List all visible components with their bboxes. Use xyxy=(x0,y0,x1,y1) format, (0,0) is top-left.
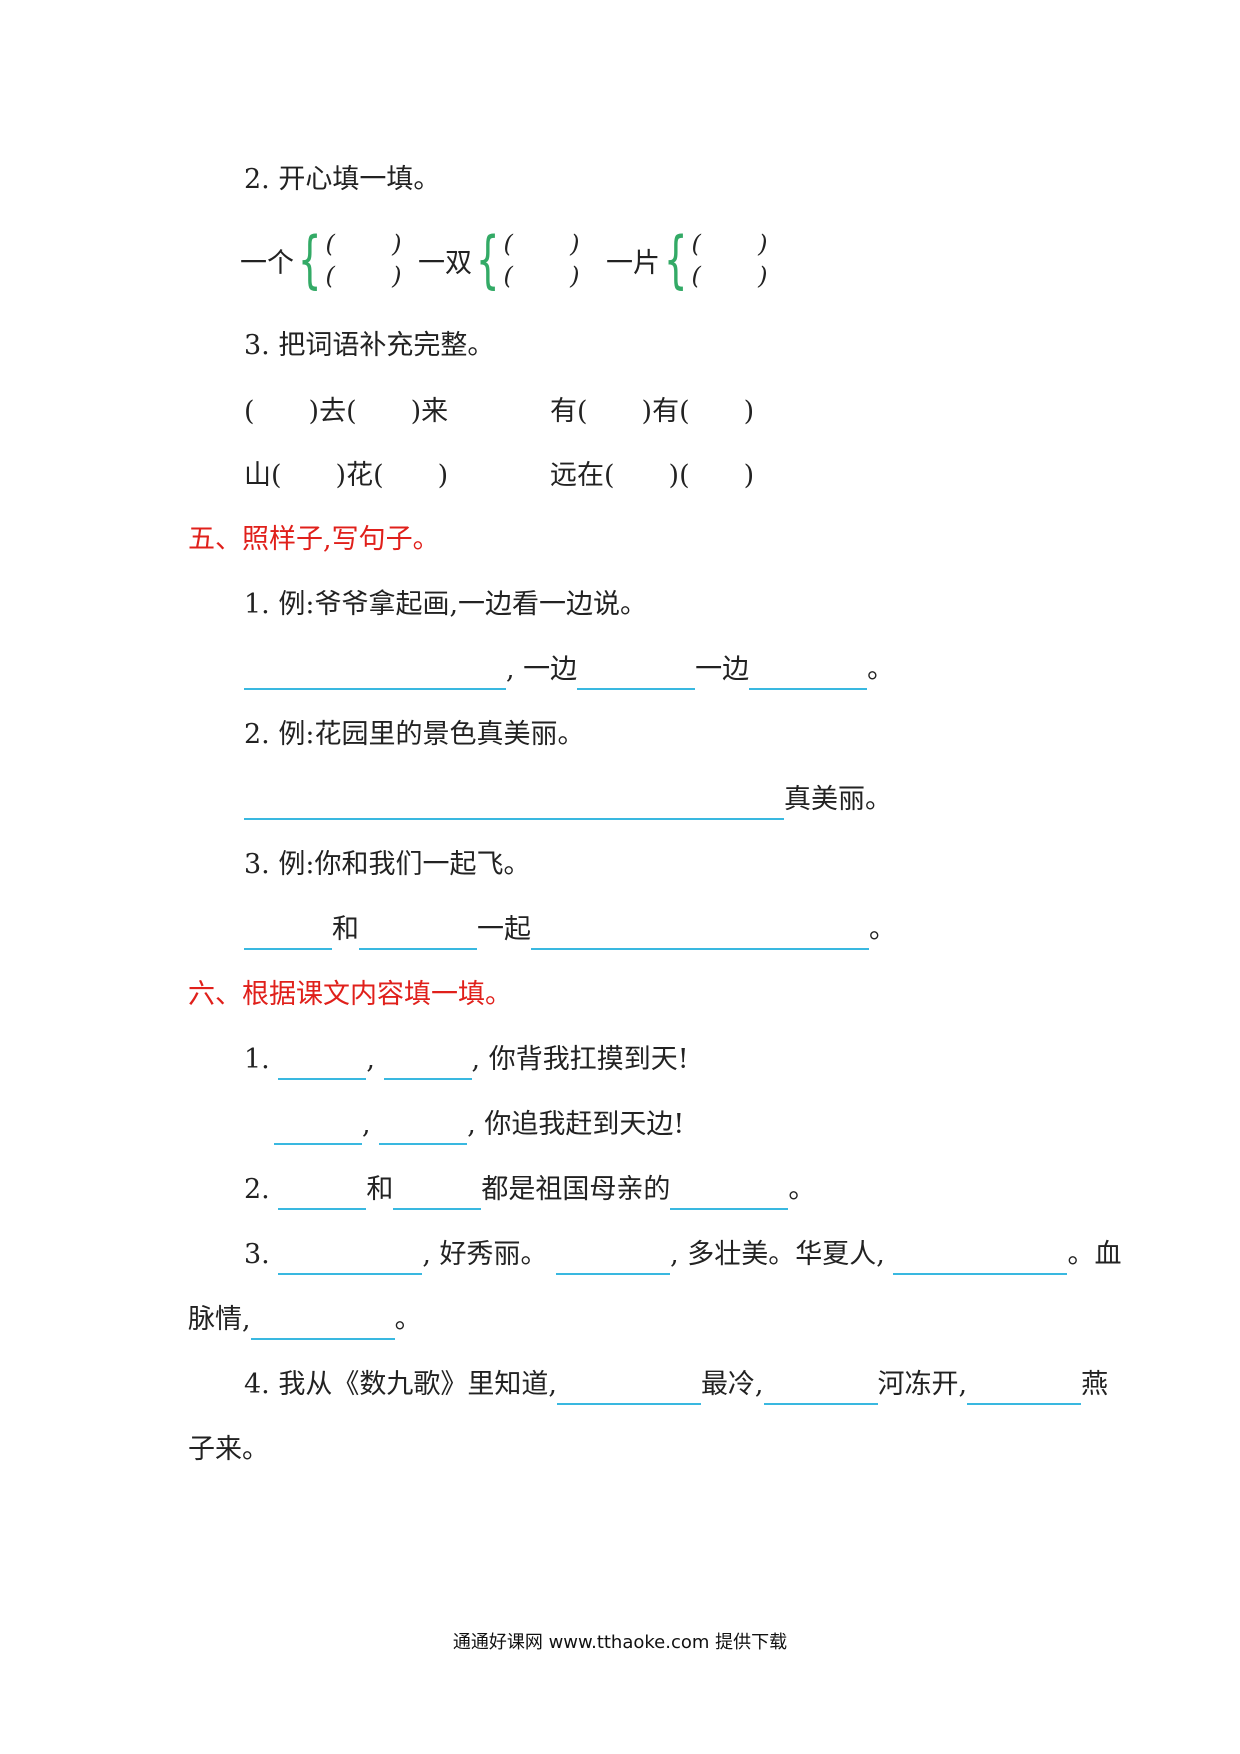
answer-blank[interactable] xyxy=(278,1046,367,1080)
footer-credit: 通通好课网 www.tthaoke.com 提供下载 xyxy=(452,1632,788,1653)
answer-blank[interactable] xyxy=(278,1176,367,1210)
paren-blank: () xyxy=(691,262,768,290)
answer-blank[interactable] xyxy=(967,1371,1082,1405)
q2-title: 2. 开心填一填。 xyxy=(244,164,441,195)
brace-icon: { xyxy=(663,223,688,296)
answer-blank[interactable] xyxy=(749,656,868,690)
q4-line2: 子来。 xyxy=(188,1434,269,1465)
paren-blank: () xyxy=(325,262,402,290)
q1-line2: , , 你追我赶到天边! xyxy=(274,1105,684,1145)
measure-word: 一片 xyxy=(606,247,660,279)
answer-blank[interactable] xyxy=(359,916,477,950)
q3-line1: 3. , 好秀丽。 , 多壮美。华夏人, 。血 xyxy=(244,1235,1121,1275)
answer-blank[interactable] xyxy=(274,1111,362,1145)
answer-blank[interactable] xyxy=(244,916,332,950)
answer-blank[interactable] xyxy=(383,1046,472,1080)
answer-blank[interactable] xyxy=(244,656,506,690)
measure-word: 一个 xyxy=(240,247,294,279)
ex1-example: 1. 例:爷爷拿起画,一边看一边说。 xyxy=(244,589,648,620)
measure-word: 一双 xyxy=(418,247,472,279)
answer-blank[interactable] xyxy=(670,1176,789,1210)
q3-title: 3. 把词语补充完整。 xyxy=(244,330,495,361)
ex2-answer-line: 真美丽。 xyxy=(244,780,892,820)
answer-blank[interactable] xyxy=(278,1241,423,1275)
q2-line: 2. 和都是祖国母亲的。 xyxy=(244,1170,815,1210)
phrase-3: 山( )花( ) xyxy=(244,460,449,491)
answer-blank[interactable] xyxy=(250,1306,395,1340)
q1-line1: 1. , , 你背我扛摸到天! xyxy=(244,1040,689,1080)
answer-blank[interactable] xyxy=(893,1241,1068,1275)
section6-heading: 六、根据课文内容填一填。 xyxy=(188,979,512,1010)
ex2-example: 2. 例:花园里的景色真美丽。 xyxy=(244,719,585,750)
measure-word-group-1: 一个 { () () xyxy=(240,228,401,292)
paren-blank: () xyxy=(325,230,402,258)
paren-blank: () xyxy=(503,230,580,258)
measure-word-group-2: 一双 { () () xyxy=(418,228,579,292)
answer-blank[interactable] xyxy=(393,1176,482,1210)
section5-heading: 五、照样子,写句子。 xyxy=(188,524,440,555)
phrase-1: ( )去( )来 xyxy=(244,396,449,427)
answer-blank[interactable] xyxy=(531,916,869,950)
phrase-2: 有( )有( ) xyxy=(550,396,755,427)
answer-blank[interactable] xyxy=(379,1111,468,1145)
answer-blank[interactable] xyxy=(556,1371,701,1405)
answer-blank[interactable] xyxy=(577,656,696,690)
answer-blank[interactable] xyxy=(763,1371,878,1405)
ex3-example: 3. 例:你和我们一起飞。 xyxy=(244,849,531,880)
q3-line2: 脉情,。 xyxy=(188,1300,422,1340)
q4-line1: 4. 我从《数九歌》里知道,最冷,河冻开,燕 xyxy=(244,1365,1108,1405)
answer-blank[interactable] xyxy=(556,1241,671,1275)
measure-word-group-3: 一片 { () () xyxy=(606,228,767,292)
brace-icon: { xyxy=(475,223,500,296)
phrase-4: 远在( )( ) xyxy=(550,460,755,491)
paren-blank: () xyxy=(503,262,580,290)
ex3-answer-line: 和一起。 xyxy=(244,910,896,950)
answer-blank[interactable] xyxy=(244,786,784,820)
ex1-answer-line: , 一边一边。 xyxy=(244,650,894,690)
brace-icon: { xyxy=(297,223,322,296)
paren-blank: () xyxy=(691,230,768,258)
